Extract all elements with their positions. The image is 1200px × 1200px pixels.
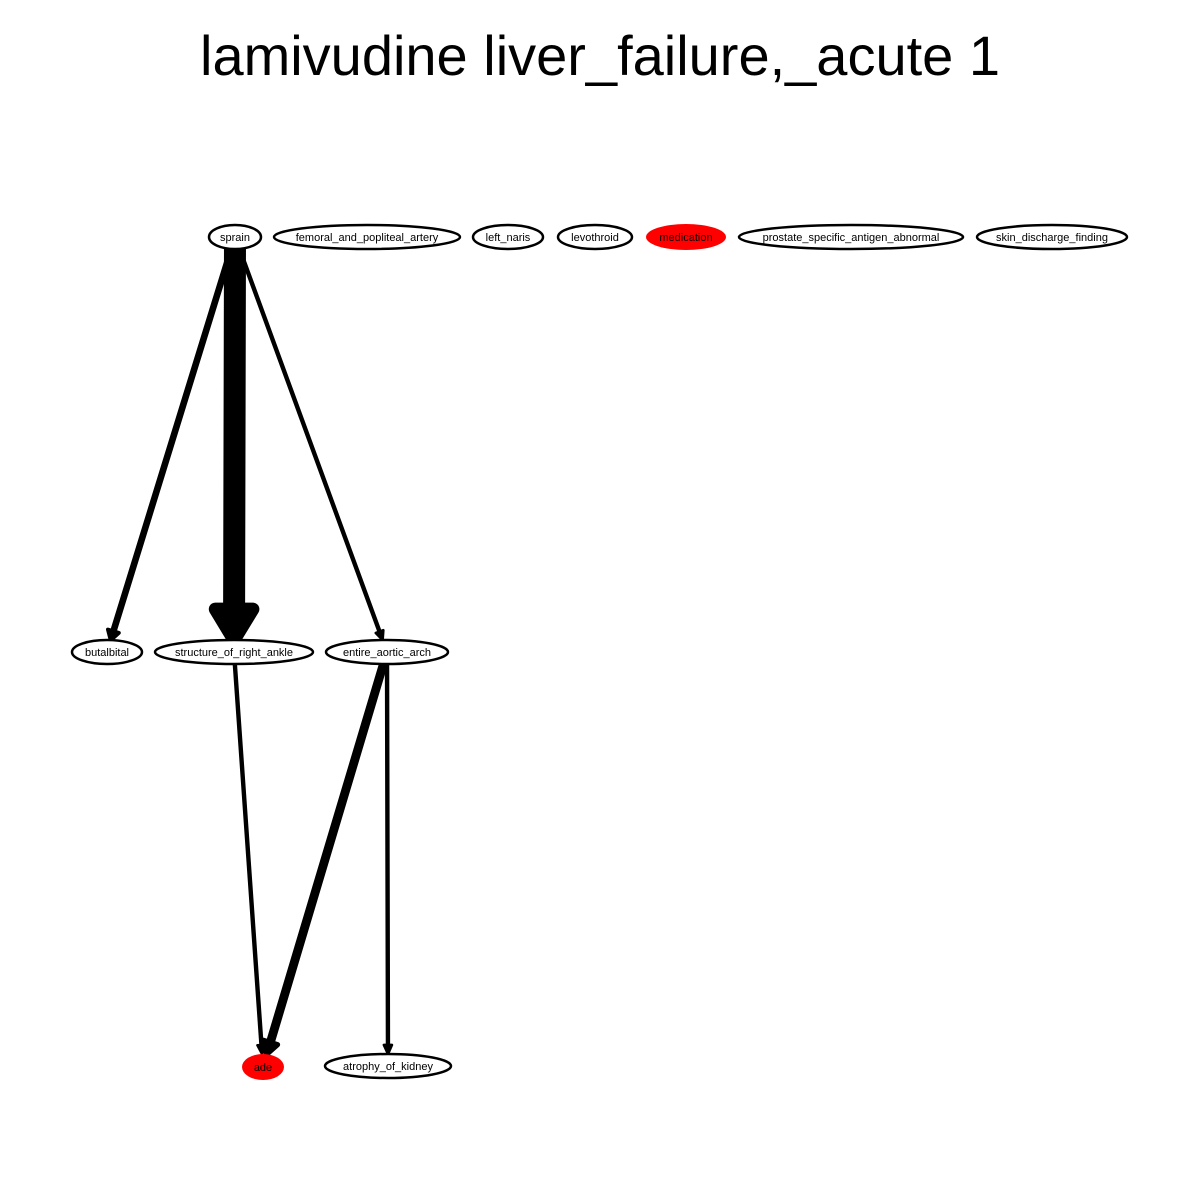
node-shape — [975, 223, 1129, 251]
edge-line — [109, 245, 235, 636]
node-label: medication — [659, 232, 712, 244]
node-entire_aortic_arch: entire_aortic_arch — [324, 638, 450, 666]
node-levothroid: levothroid — [556, 223, 634, 251]
edge-line — [232, 661, 264, 1049]
node-ade: ade — [242, 1054, 284, 1080]
edge-line — [384, 661, 391, 1049]
edge-structure_of_right_ankle-to-ade — [232, 661, 267, 1056]
edge-arrowhead — [260, 1037, 281, 1057]
node-shape — [646, 224, 726, 250]
edge-arrowhead — [106, 627, 121, 643]
node-label: entire_aortic_arch — [343, 647, 431, 659]
edge-entire_aortic_arch-to-atrophy_of_kidney — [382, 661, 394, 1056]
node-shape — [556, 223, 634, 251]
node-label: sprain — [220, 232, 250, 244]
node-label: structure_of_right_ankle — [175, 647, 293, 659]
node-shape — [323, 1052, 453, 1080]
edge-arrowhead — [382, 1043, 394, 1056]
node-shape — [242, 1054, 284, 1080]
node-shape — [737, 223, 965, 251]
graph-title: lamivudine liver_failure,_acute 1 — [200, 24, 1000, 87]
node-structure_of_right_ankle: structure_of_right_ankle — [153, 638, 315, 666]
node-left_naris: left_naris — [471, 223, 545, 251]
node-shape — [272, 223, 462, 251]
node-label: levothroid — [571, 232, 619, 244]
node-shape — [70, 638, 144, 666]
node-shape — [324, 638, 450, 666]
edge-sprain-to-structure_of_right_ankle — [208, 238, 260, 647]
edge-line — [265, 659, 388, 1048]
node-label: femoral_and_popliteal_artery — [296, 232, 439, 244]
node-skin_discharge_finding: skin_discharge_finding — [975, 223, 1129, 251]
node-label: butalbital — [85, 647, 129, 659]
node-label: prostate_specific_antigen_abnormal — [763, 232, 940, 244]
edge-line — [237, 246, 383, 635]
node-label: left_naris — [486, 232, 531, 244]
node-femoral_and_popliteal_artery: femoral_and_popliteal_artery — [272, 223, 462, 251]
edge-entire_aortic_arch-to-ade — [260, 659, 388, 1057]
edge-arrowhead — [208, 602, 260, 647]
node-sprain: sprain — [207, 223, 263, 251]
node-label: atrophy_of_kidney — [343, 1061, 433, 1073]
edge-sprain-to-entire_aortic_arch — [237, 246, 385, 642]
node-atrophy_of_kidney: atrophy_of_kidney — [323, 1052, 453, 1080]
node-shape — [207, 223, 263, 251]
node-shape — [153, 638, 315, 666]
edges-layer — [106, 238, 394, 1057]
edge-line — [223, 238, 246, 622]
node-shape — [471, 223, 545, 251]
node-label: skin_discharge_finding — [996, 232, 1108, 244]
edge-arrowhead — [374, 628, 385, 642]
node-butalbital: butalbital — [70, 638, 144, 666]
node-prostate_specific_antigen_abnormal: prostate_specific_antigen_abnormal — [737, 223, 965, 251]
node-label: ade — [254, 1062, 272, 1074]
edge-sprain-to-butalbital — [106, 245, 235, 643]
nodes-layer: sprain femoral_and_popliteal_artery left_n… — [70, 223, 1129, 1080]
node-medication: medication — [646, 224, 726, 250]
